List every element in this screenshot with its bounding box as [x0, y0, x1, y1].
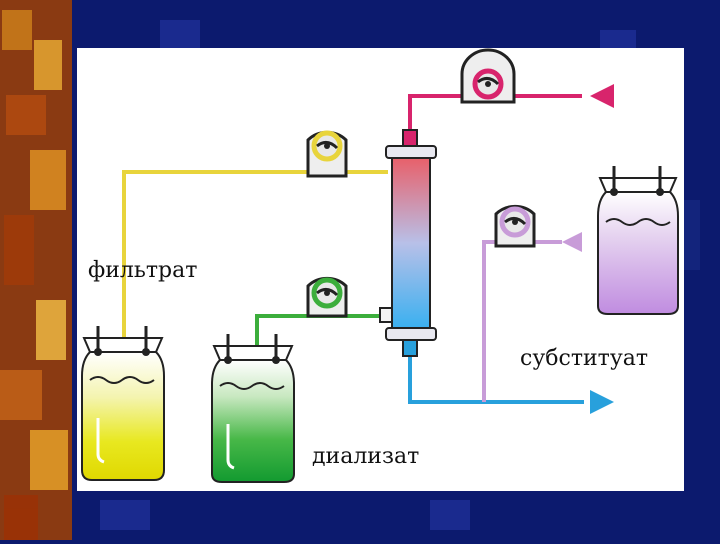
- substituate-bag-icon: [597, 166, 679, 315]
- pump-dialysate-icon: [306, 276, 348, 318]
- blood-outlet-line: [408, 350, 584, 404]
- dialysate-bag-icon: [211, 334, 295, 483]
- dialysate-label: диализат: [312, 444, 420, 469]
- blood-outlet-arrow-icon: [590, 390, 614, 414]
- blood-inlet-line: [408, 94, 582, 130]
- substituate-label: субституат: [520, 346, 649, 371]
- substituate-inlet-arrow-icon: [562, 232, 582, 252]
- pump-filtrate-icon: [306, 130, 348, 178]
- hemofilter-column-icon: [379, 129, 437, 357]
- pump-blood-icon: [460, 48, 516, 104]
- filtrate-bag-icon: [81, 326, 165, 481]
- pump-substituate-icon: [494, 204, 536, 248]
- substituate-line: [482, 240, 562, 402]
- diagram-panel: [77, 48, 684, 491]
- filtrate-line: [122, 170, 388, 338]
- blood-inlet-arrow-icon: [590, 84, 614, 108]
- filtrate-label: фильтрат: [88, 258, 198, 283]
